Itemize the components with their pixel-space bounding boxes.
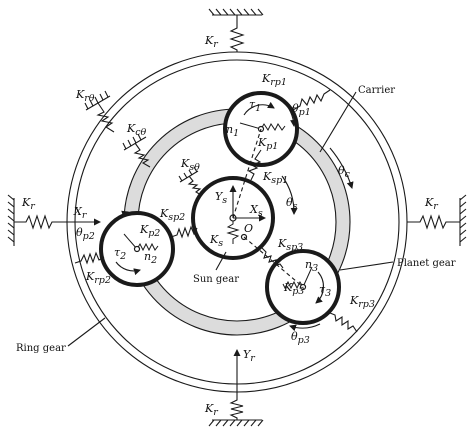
carrier-torsion-spring [133,142,151,168]
krp3-spring [329,312,358,333]
ks-label: Ks [209,233,223,249]
tau1-label: τ1 [249,98,261,114]
theta-p2-arc [107,210,129,229]
tau3-arrow [315,271,324,304]
tau2-label: τ2 [114,246,126,262]
planet2-internal-spring [136,242,159,252]
sun-gear-label: Sun gear [193,274,239,285]
planet2-n2-axis [123,233,138,250]
kr-top-label: Kr [204,34,219,50]
planet1-n1-axis [239,122,262,130]
kr-right-label: Kr [424,196,439,212]
top-ring-spring [229,15,245,52]
kp2-label: Kp2 [139,223,160,239]
ksp2-label: Ksp2 [159,207,185,223]
krp2-spring [74,251,105,265]
right-ground-support [459,194,467,246]
bottom-ground-support [208,419,264,427]
sun-torsion-spring [187,175,202,196]
planet3-n3-axis [302,266,313,288]
krp3-label: Krp3 [349,294,375,310]
theta-s-label: θs [286,196,298,212]
tau1-arrow [243,101,275,116]
tau3-label: τ3 [319,283,331,299]
krp1-label: Krp1 [261,72,287,88]
bottom-ring-spring [229,392,244,420]
dashed-line-to-planet3 [243,236,304,288]
kr-left-label: Kr [21,196,36,212]
krp2-label: Krp2 [85,270,111,286]
n1-label: n1 [226,123,239,139]
sun-internal-spring [226,218,240,244]
theta-p2-label: θp2 [76,226,95,242]
ksp1-label: Ksp1 [262,170,288,186]
theta-p1-label: θp1 [292,102,311,118]
theta-c-arc [329,147,354,189]
ksp2-spring [170,225,198,239]
kp1-label: Kp1 [257,136,278,152]
kr-bottom-label: Kr [204,402,219,418]
carrier-label: Carrier [358,85,395,96]
ys-label: Ys [215,190,227,206]
k-c-theta-label: Kcθ [126,122,147,138]
n3-label: n3 [305,258,318,274]
planet3-internal-spring [282,280,304,290]
theta-p1-arc [281,99,298,127]
ring-gear-label: Ring gear [16,343,66,354]
theta-p3-label: θp3 [291,330,310,346]
ksp3-label: Ksp3 [277,237,303,253]
dashed-line-to-planet1 [232,128,262,219]
top-ground-support [208,8,264,16]
sun-gear-leader-line [215,251,227,271]
theta-p3-arc [289,323,321,332]
k-r-theta-label: Krθ [75,88,95,104]
tau2-arrow [115,261,141,276]
origin-o-label: O [244,222,253,235]
planet2-center-marker [133,245,141,253]
krp1-spring [292,89,331,111]
left-ring-spring [14,214,67,230]
xs-label: Xs [249,203,263,219]
planet-gear-label: Planet gear [397,258,456,269]
carrier-leader-line [319,91,357,153]
k-s-theta-label: Ksθ [180,157,200,173]
ring-gear-leader-line [67,317,106,347]
planet1-internal-spring [260,123,286,131]
n2-label: n2 [144,250,157,266]
ksp1-spring [247,149,262,181]
theta-c-label: θc [338,164,351,180]
ksp3-spring [261,247,284,269]
right-ring-spring [407,214,460,230]
theta-s-arc [281,175,298,215]
ring-torsion-spring [96,102,115,133]
xr-label: Xr [73,205,88,221]
yr-label: Yr [243,348,256,364]
left-ground-support [7,194,15,246]
planet-gear-leader-line [339,261,394,271]
kp3-label: Kp3 [283,281,304,297]
